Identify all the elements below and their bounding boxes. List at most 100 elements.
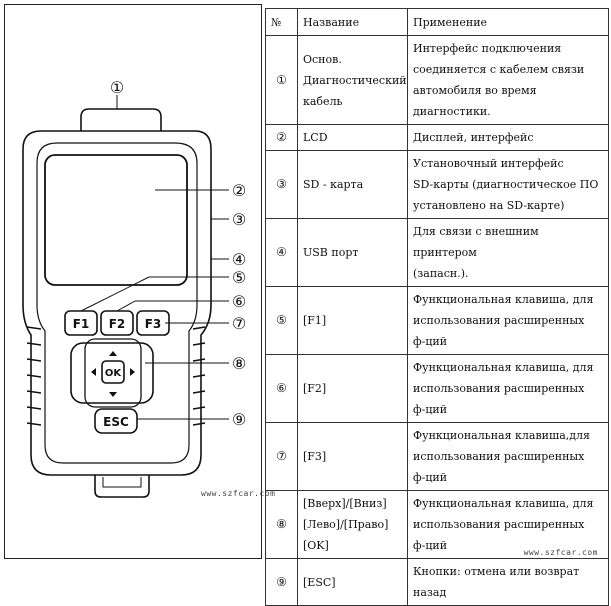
cable-connector-outline [80, 108, 162, 131]
callout-3: ③ [232, 210, 246, 229]
row-usage-line: соединяется с кабелем связи [413, 63, 585, 76]
row-usage-line: SD-карты (диагностическое ПО [413, 178, 599, 191]
row-number: ⑥ [265, 354, 298, 423]
row-usage-line: ф-ций [413, 539, 448, 552]
table-row: ② LCD Дисплей, интерфейс [265, 124, 609, 151]
spec-table: № Название Применение ① Основ. Диагностиче… [265, 8, 609, 606]
header-name: Название [297, 8, 408, 36]
row-usage-line: Функциональная клавиша,для [413, 429, 590, 442]
row-usage-line: Кнопки: отмена или возврат назад [413, 565, 580, 599]
row-number-line: ② [276, 130, 287, 144]
row-usage-line: ф-ций [413, 471, 448, 484]
row-number-line: ⑦ [276, 449, 287, 463]
row-usage-line: Функциональная клавиша, для [413, 361, 594, 374]
row-usage: Кнопки: отмена или возврат назад [407, 558, 609, 606]
row-name-line: USB порт [303, 246, 359, 259]
row-name: SD - карта [297, 150, 408, 219]
left-grip-ridges [26, 326, 42, 426]
row-number: ② [265, 124, 298, 151]
row-name-line: [ESC] [303, 575, 336, 589]
device-drawing: F1 F2 F3 OK ESC ① ② ③ ④ ⑤ ⑥ ⑦ ⑧ ⑨ [22, 78, 246, 498]
row-usage-line: использования расширенных [413, 314, 585, 327]
row-name-line: [Вверх]/[Вниз] [303, 497, 387, 510]
row-usage-line: автомобиля во время диагностики. [413, 84, 537, 118]
nav-pad-frame [70, 342, 154, 404]
right-arrow-icon [130, 368, 135, 376]
figure-watermark: www.szfcar.com [201, 489, 276, 498]
callout-7: ⑦ [232, 314, 246, 333]
row-name-line: Основ. [303, 52, 342, 66]
callout-1: ① [110, 78, 124, 97]
ok-key [101, 360, 125, 384]
ok-key-label: OK [105, 368, 123, 379]
row-name-line: [OK] [303, 539, 329, 552]
row-name-line: [F1] [303, 314, 327, 327]
row-usage: Функциональная клавиша, для использования… [407, 354, 609, 423]
row-usage-line: использования расширенных [413, 382, 585, 395]
device-body-outline [22, 130, 212, 476]
table-header-row: № Название Применение [265, 8, 609, 36]
row-usage-line: Дисплей, интерфейс [413, 131, 534, 144]
table-row: ⑨ [ESC] Кнопки: отмена или возврат назад [265, 558, 609, 606]
row-usage: Для связи с внешним принтером(запасн.). [407, 218, 609, 287]
row-number-line: ⑧ [276, 517, 287, 531]
f1-key-label: F1 [73, 317, 90, 331]
table-row: ⑥ [F2] Функциональная клавиша, для использо… [265, 354, 609, 423]
row-usage-line: ф-ций [413, 403, 448, 416]
row-number-line: ⑥ [276, 381, 287, 395]
row-usage: Функциональная клавиша, для использования… [407, 286, 609, 355]
table-row: ⑧ [Вверх]/[Вниз][Лево]/[Право][OK] Функцио… [265, 490, 609, 559]
callout-5: ⑤ [232, 268, 246, 287]
row-usage-line: Функциональная клавиша, для [413, 497, 594, 510]
table-row: ① Основ. Диагностический кабель Интерфейс по… [265, 35, 609, 125]
esc-key [94, 408, 138, 434]
row-usage-line: Интерфейс подключения [413, 42, 562, 55]
device-inner-rim [36, 142, 198, 464]
table-row: ④ USB порт Для связи с внешним принтером(з… [265, 218, 609, 287]
callout-2: ② [232, 181, 246, 200]
row-name: LCD [297, 124, 408, 151]
row-number: ① [265, 35, 298, 125]
row-usage-line: Функциональная клавиша, для [413, 293, 594, 306]
row-number-line: ④ [276, 245, 287, 259]
lcd-screen [44, 154, 188, 286]
device-foot [94, 475, 150, 498]
row-number: ③ [265, 150, 298, 219]
row-number-line: ③ [276, 177, 287, 191]
row-name: [F2] [297, 354, 408, 423]
row-usage-line: Установочный интерфейс [413, 157, 564, 170]
right-grip-ridges [192, 326, 206, 426]
row-name-line: Диагностический [303, 73, 407, 87]
row-name-line: [F3] [303, 450, 327, 463]
nav-arrows [91, 351, 135, 397]
table-row: ⑤ [F1] Функциональная клавиша, для использо… [265, 286, 609, 355]
row-name: [F3] [297, 422, 408, 491]
callout-lines [80, 95, 229, 420]
row-number: ④ [265, 218, 298, 287]
row-name: Основ. Диагностический кабель [297, 35, 408, 125]
device-figure-panel: F1 F2 F3 OK ESC ① ② ③ ④ ⑤ ⑥ ⑦ ⑧ ⑨ www.sz… [4, 4, 275, 559]
f3-key-label: F3 [145, 317, 162, 331]
row-name-line: кабель [303, 94, 343, 108]
row-number-line: ⑤ [276, 313, 287, 327]
row-number-line: ⑨ [276, 574, 287, 589]
spec-table-panel: № Название Применение ① Основ. Диагностиче… [265, 8, 609, 606]
row-number: ⑤ [265, 286, 298, 355]
row-number-line: ① [276, 72, 287, 87]
down-arrow-icon [109, 392, 117, 397]
callout-4: ④ [232, 250, 246, 269]
esc-key-label: ESC [103, 415, 129, 429]
row-name-line: SD - карта [303, 178, 364, 191]
header-num: № [265, 8, 298, 36]
row-name-line: LCD [303, 131, 328, 144]
spec-table-body: ① Основ. Диагностический кабель Интерфейс по… [265, 35, 609, 606]
callout-8: ⑧ [232, 354, 246, 373]
row-usage-line: ф-ций [413, 335, 448, 348]
row-usage-line: Для связи с внешним принтером [413, 225, 539, 259]
header-use: Применение [407, 8, 609, 36]
row-name: [Вверх]/[Вниз][Лево]/[Право][OK] [297, 490, 408, 559]
